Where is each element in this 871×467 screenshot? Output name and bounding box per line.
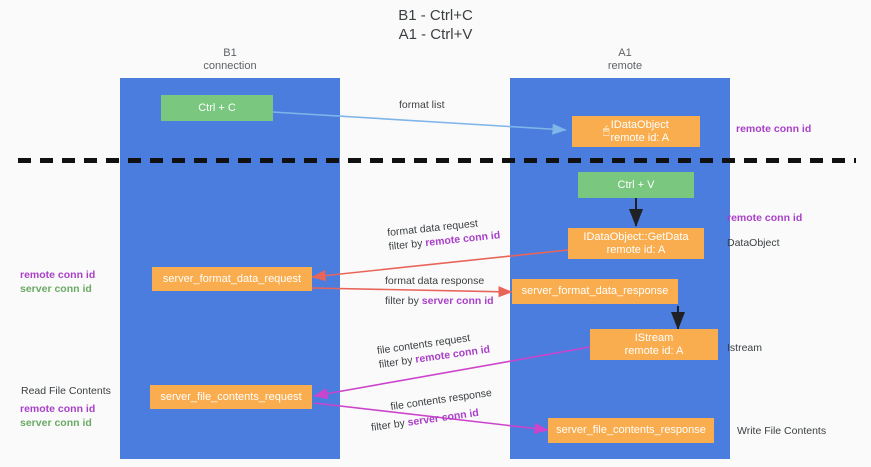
box-server-file-contents-response[interactable]: server_file_contents_response — [548, 418, 714, 443]
annotation-right-write-file-contents: Write File Contents — [737, 425, 827, 437]
box-ctrl-v[interactable]: Ctrl + V — [578, 172, 694, 198]
arrow-file-contents-request — [313, 346, 591, 400]
box-idataobject-label: IDataObject remote id: A — [610, 118, 670, 144]
annotation-left-conn-ids-mid: remote conn id server conn id — [20, 268, 95, 296]
box-idataobject[interactable]: 🖱IDataObject remote id: A — [572, 116, 700, 147]
key-server-conn-id: server conn id — [421, 295, 494, 307]
annotation-left-remote-conn-id-mid: remote conn id — [20, 269, 96, 281]
box-server-format-data-response[interactable]: server_format_data_response — [512, 279, 678, 304]
cursor-icon: 🖱 — [602, 125, 610, 137]
label-format-data-response-line2: filter by server conn id — [385, 295, 494, 307]
annotation-left-conn-ids-bottom: remote conn id server conn id — [20, 402, 95, 430]
box-server-format-data-request[interactable]: server_format_data_request — [152, 267, 312, 291]
annotation-right-remote-conn-id-mid: remote conn id — [727, 212, 803, 224]
annotation-right-dataobject: DataObject — [727, 237, 780, 249]
annotation-left-remote-conn-id-bottom: remote conn id — [20, 403, 96, 415]
box-server-file-contents-request[interactable]: server_file_contents_request — [150, 385, 312, 409]
arrow-format-list — [271, 111, 567, 135]
annotation-right-remote-conn-id-top: remote conn id — [736, 123, 812, 135]
page-title: B1 - Ctrl+C A1 - Ctrl+V — [398, 7, 473, 43]
annotation-left-server-conn-id-bottom: server conn id — [20, 417, 92, 429]
label-format-data-response: format data response filter by server co… — [385, 274, 494, 308]
annotation-left-read-file-contents: Read File Contents — [21, 385, 111, 397]
swimlane-b1-header: B1 connection — [203, 47, 257, 72]
annotation-right-istream: Istream — [727, 342, 763, 354]
annotation-left-server-conn-id-mid: server conn id — [20, 283, 92, 295]
box-istream[interactable]: IStream remote id: A — [590, 329, 718, 360]
label-format-list: format list — [399, 99, 445, 111]
phase-divider — [18, 158, 856, 163]
box-idataobject-getdata[interactable]: IDataObject::GetData remote id: A — [568, 228, 704, 259]
swimlane-a1-header: A1 remote — [607, 47, 643, 72]
label-format-data-response-line1: format data response — [385, 275, 485, 287]
box-ctrl-c[interactable]: Ctrl + C — [161, 95, 273, 121]
arrow-format-data-request — [311, 249, 569, 282]
arrow-file-contents-response — [313, 402, 549, 435]
arrow-format-data-response — [311, 286, 513, 298]
